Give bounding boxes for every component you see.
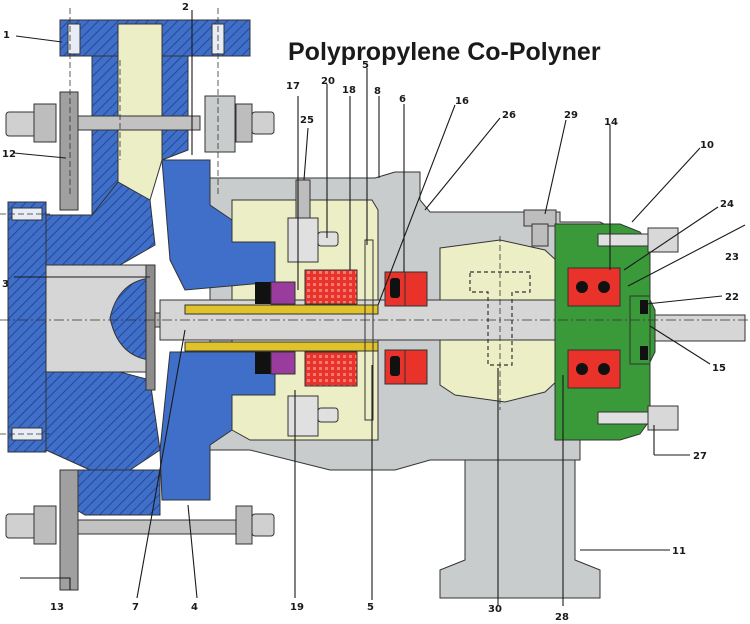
part-number-label: 8	[374, 86, 381, 97]
casing-bolts	[5, 91, 275, 591]
part-number-label: 10	[700, 140, 714, 151]
part-number-label: 29	[564, 110, 578, 121]
part-number-label: 22	[725, 292, 739, 303]
part-number-label: 5	[367, 602, 374, 613]
part-number-label: 3	[2, 279, 9, 290]
part-number-label: 15	[712, 363, 726, 374]
part-number-label: 5	[362, 60, 369, 71]
part-number-label: 20	[321, 76, 335, 87]
part-number-label: 1	[3, 30, 10, 41]
pump-casing	[7, 19, 276, 516]
part-number-labels: 1 2 3 4 5 5 6 7 8 10 11 12 13 14 15 16 1…	[2, 2, 739, 623]
part-number-label: 12	[2, 149, 16, 160]
part-number-label: 13	[50, 602, 64, 613]
part-number-label: 2	[182, 2, 189, 13]
part-number-label: 14	[604, 117, 618, 128]
part-number-label: 17	[286, 81, 300, 92]
part-number-label: 23	[725, 252, 739, 263]
part-number-label: 11	[672, 546, 686, 557]
centre-lines	[0, 8, 750, 435]
part-number-label: 16	[455, 96, 469, 107]
part-number-label: 27	[693, 451, 707, 462]
part-number-label: 24	[720, 199, 734, 210]
part-number-label: 6	[399, 94, 406, 105]
part-number-label: 26	[502, 110, 516, 121]
part-number-label: 4	[191, 602, 198, 613]
part-number-label: 18	[342, 85, 356, 96]
part-number-label: 30	[488, 604, 502, 615]
diagram-title: Polypropylene Co-Polyner	[288, 38, 601, 66]
leader-lines	[13, 10, 746, 606]
bearing-cover	[554, 223, 679, 441]
part-number-label: 7	[132, 602, 139, 613]
part-number-label: 25	[300, 115, 314, 126]
part-number-label: 19	[290, 602, 304, 613]
part-number-label: 28	[555, 612, 569, 623]
